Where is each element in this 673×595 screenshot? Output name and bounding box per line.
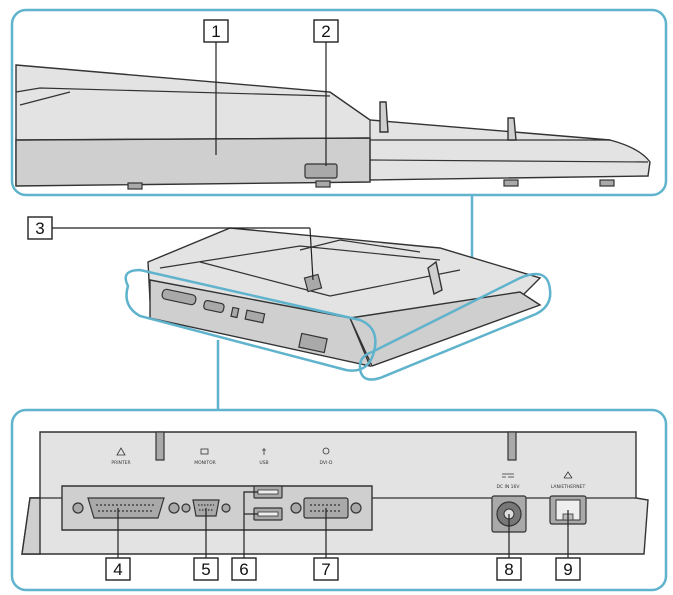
dock-side-front [15, 137, 371, 187]
callout-5-label: 5 [201, 560, 210, 579]
callout-1: 1 [203, 19, 229, 43]
lan-port-caption: LAN/ETHERNET [551, 471, 586, 490]
callout-6-label: 6 [239, 560, 248, 579]
printer-port-caption: PRINTER [111, 447, 131, 466]
side-view-panel: 1 2 [10, 8, 668, 197]
monitor-caption: MONITOR [194, 460, 216, 466]
usb-icon [262, 448, 266, 455]
callout-1-label: 1 [211, 22, 220, 41]
monitor-icon [200, 448, 209, 455]
printer-caption: PRINTER [111, 460, 130, 466]
usb-port-caption: USB [259, 448, 269, 466]
printer-port [72, 497, 180, 519]
dock-latch-post-right [507, 117, 517, 141]
callout-2: 2 [313, 19, 339, 43]
callout-9-label: 9 [563, 560, 572, 579]
dvi-port-caption: DVI-D [320, 447, 333, 466]
usb-ports [253, 485, 283, 521]
callout-4: 4 [105, 557, 131, 581]
callout-3: 3 [27, 216, 53, 240]
usb-caption: USB [259, 460, 268, 466]
callout-8: 8 [496, 557, 522, 581]
dc-in-caption: DC IN 16V [497, 484, 521, 490]
callout-7-label: 7 [321, 560, 330, 579]
callout-6: 6 [231, 557, 257, 581]
dock-connector [303, 273, 323, 293]
callout-3-label: 3 [35, 219, 44, 238]
eject-button-shape [304, 163, 338, 179]
callout-7: 7 [313, 557, 339, 581]
rear-view-frame [10, 408, 668, 592]
dvi-icon [322, 447, 330, 455]
callout-8-label: 8 [504, 560, 513, 579]
callout-2-label: 2 [321, 22, 330, 41]
callout-9: 9 [555, 557, 581, 581]
lan-icon [563, 471, 573, 479]
perspective-view: 3 [27, 216, 552, 381]
dock-side-face [348, 291, 542, 367]
dc-in-icon [502, 473, 514, 478]
dock-latch-post-left [379, 101, 389, 133]
callout-4-label: 4 [113, 560, 122, 579]
side-view-frame [10, 8, 668, 197]
dvi-caption: DVI-D [320, 460, 333, 466]
lan-caption: LAN/ETHERNET [551, 484, 586, 490]
monitor-port-caption: MONITOR [194, 448, 216, 466]
rear-view-panel: PRINTER MONITOR USB DVI-D DC IN 16V LAN/… [10, 408, 668, 592]
dc-in-port-caption: DC IN 16V [497, 473, 521, 490]
printer-icon [116, 447, 126, 456]
highlight-side [358, 272, 552, 381]
callout-5: 5 [193, 557, 219, 581]
